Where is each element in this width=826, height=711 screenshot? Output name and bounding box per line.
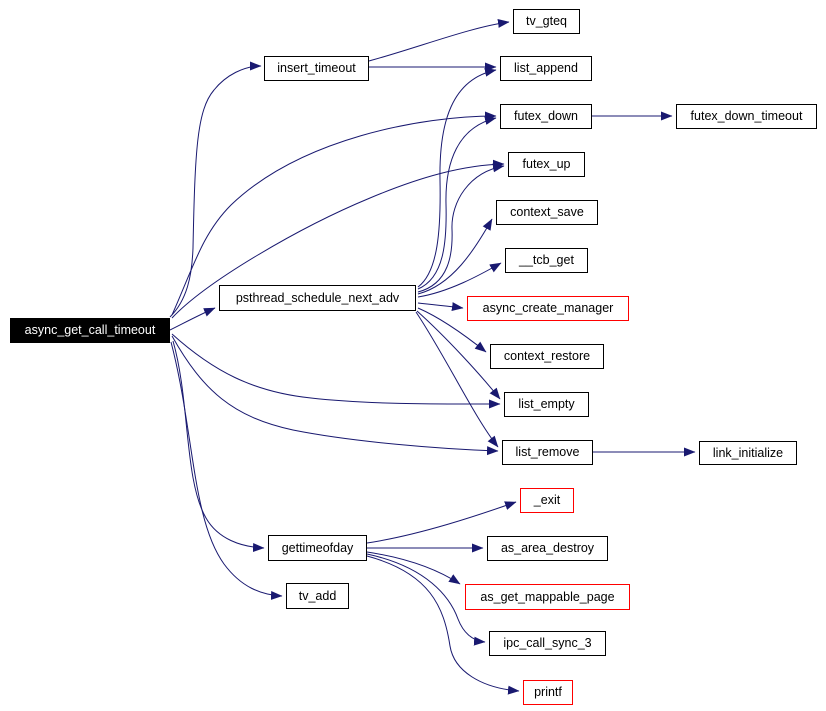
edge-async_get_call_timeout-to-psthread_schedule_next_adv — [169, 307, 216, 331]
node-futex_down[interactable]: futex_down — [500, 104, 592, 129]
node-as_area_destroy[interactable]: as_area_destroy — [487, 536, 608, 561]
node-label: tv_gteq — [525, 14, 567, 29]
node-label: futex_down — [514, 109, 578, 124]
edge-gettimeofday-to-as_get_mappable_page — [366, 551, 461, 585]
node-async_get_call_timeout: async_get_call_timeout — [10, 318, 170, 343]
edge-psthread_schedule_next_adv-to-futex_down — [417, 116, 497, 290]
node-label: list_empty — [518, 397, 575, 412]
edge-async_get_call_timeout-to-futex_up — [171, 159, 505, 319]
node-label: as_get_mappable_page — [480, 589, 615, 604]
node-printf[interactable]: printf — [523, 680, 573, 705]
edge-gettimeofday-to-_exit — [366, 501, 517, 544]
node-__tcb_get[interactable]: __tcb_get — [505, 248, 588, 273]
node-context_restore[interactable]: context_restore — [490, 344, 604, 369]
node-async_create_manager[interactable]: async_create_manager — [467, 296, 629, 321]
edge-gettimeofday-to-ipc_call_sync_3 — [366, 553, 486, 646]
node-label: async_get_call_timeout — [24, 323, 156, 338]
node-list_empty[interactable]: list_empty — [504, 392, 589, 417]
edge-psthread_schedule_next_adv-to-context_save — [417, 218, 493, 295]
node-psthread_schedule_next_adv[interactable]: psthread_schedule_next_adv — [219, 285, 416, 311]
node-label: context_save — [510, 205, 584, 220]
node-label: link_initialize — [712, 445, 784, 460]
edge-async_get_call_timeout-to-tv_add — [170, 341, 283, 600]
node-label: futex_up — [522, 157, 571, 172]
edge-psthread_schedule_next_adv-to-async_create_manager — [417, 302, 464, 312]
node-label: _exit — [533, 493, 561, 508]
node-gettimeofday[interactable]: gettimeofday — [268, 535, 367, 561]
node-futex_up[interactable]: futex_up — [508, 152, 585, 177]
node-label: insert_timeout — [277, 61, 356, 76]
node-label: gettimeofday — [281, 540, 354, 555]
node-label: tv_add — [298, 588, 337, 603]
edge-psthread_schedule_next_adv-to-list_remove — [415, 311, 499, 448]
node-ipc_call_sync_3[interactable]: ipc_call_sync_3 — [489, 631, 606, 656]
node-label: list_append — [514, 61, 578, 76]
edge-async_get_call_timeout-to-futex_down — [171, 111, 497, 316]
edge-async_get_call_timeout-to-gettimeofday — [172, 340, 265, 553]
edge-psthread_schedule_next_adv-to-context_restore — [417, 307, 487, 353]
node-label: printf — [534, 685, 562, 700]
edge-async_get_call_timeout-to-list_remove — [171, 335, 499, 456]
node-_exit[interactable]: _exit — [520, 488, 574, 513]
node-label: psthread_schedule_next_adv — [235, 290, 400, 305]
node-label: __tcb_get — [519, 253, 574, 268]
edge-psthread_schedule_next_adv-to-list_empty — [416, 310, 501, 400]
edge-psthread_schedule_next_adv-to-futex_up — [417, 163, 505, 293]
node-insert_timeout[interactable]: insert_timeout — [264, 56, 369, 81]
edge-gettimeofday-to-printf — [366, 555, 520, 695]
node-as_get_mappable_page[interactable]: as_get_mappable_page — [465, 584, 630, 610]
node-list_remove[interactable]: list_remove — [502, 440, 593, 465]
node-tv_gteq[interactable]: tv_gteq — [513, 9, 580, 34]
node-list_append[interactable]: list_append — [500, 56, 592, 81]
edge-psthread_schedule_next_adv-to-__tcb_get — [417, 262, 502, 298]
node-label: ipc_call_sync_3 — [503, 636, 592, 651]
node-link_initialize[interactable]: link_initialize — [699, 441, 797, 465]
node-futex_down_timeout[interactable]: futex_down_timeout — [676, 104, 817, 129]
edge-insert_timeout-to-tv_gteq — [368, 18, 510, 62]
edge-psthread_schedule_next_adv-to-list_append — [417, 67, 497, 288]
node-label: async_create_manager — [482, 301, 614, 316]
node-tv_add[interactable]: tv_add — [286, 583, 349, 609]
node-label: context_restore — [503, 349, 591, 364]
node-label: list_remove — [515, 445, 580, 460]
edge-async_get_call_timeout-to-insert_timeout — [169, 61, 262, 318]
edge-group — [169, 18, 696, 695]
node-label: as_area_destroy — [500, 541, 595, 556]
node-context_save[interactable]: context_save — [496, 200, 598, 225]
edge-async_get_call_timeout-to-list_empty — [171, 333, 501, 409]
node-label: futex_down_timeout — [690, 109, 803, 124]
